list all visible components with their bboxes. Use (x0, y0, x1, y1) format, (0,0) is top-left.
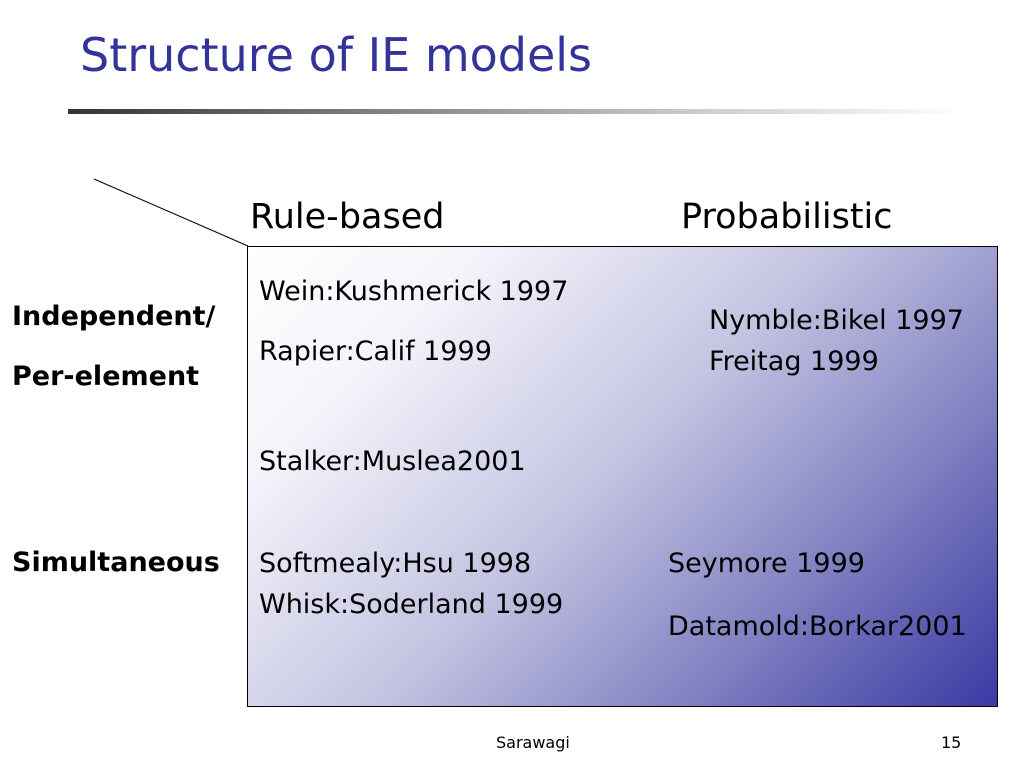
slide-title: Structure of IE models (80, 28, 593, 82)
title-underline (68, 109, 968, 114)
cell-nymble: Nymble:Bikel 1997 (709, 305, 964, 336)
cell-softmealy: Softmealy:Hsu 1998 (259, 548, 532, 579)
cell-rapier: Rapier:Calif 1999 (259, 336, 492, 367)
row-header-independent: Independent/ (12, 301, 216, 332)
cell-stalker: Stalker:Muslea2001 (259, 446, 526, 477)
cell-datamold: Datamold:Borkar2001 (668, 611, 967, 642)
model-matrix (247, 246, 998, 707)
footer-author: Sarawagi (496, 733, 570, 752)
diagonal-header-line (93, 178, 249, 247)
cell-whisk: Whisk:Soderland 1999 (259, 589, 564, 620)
cell-seymore: Seymore 1999 (668, 548, 865, 579)
row-header-simultaneous: Simultaneous (12, 547, 220, 578)
cell-freitag: Freitag 1999 (709, 346, 879, 377)
cell-wein: Wein:Kushmerick 1997 (259, 276, 569, 307)
footer-page-number: 15 (941, 733, 962, 752)
column-header-probabilistic: Probabilistic (681, 197, 893, 237)
column-header-rule-based: Rule-based (250, 197, 445, 237)
row-header-per-element: Per-element (12, 361, 200, 392)
